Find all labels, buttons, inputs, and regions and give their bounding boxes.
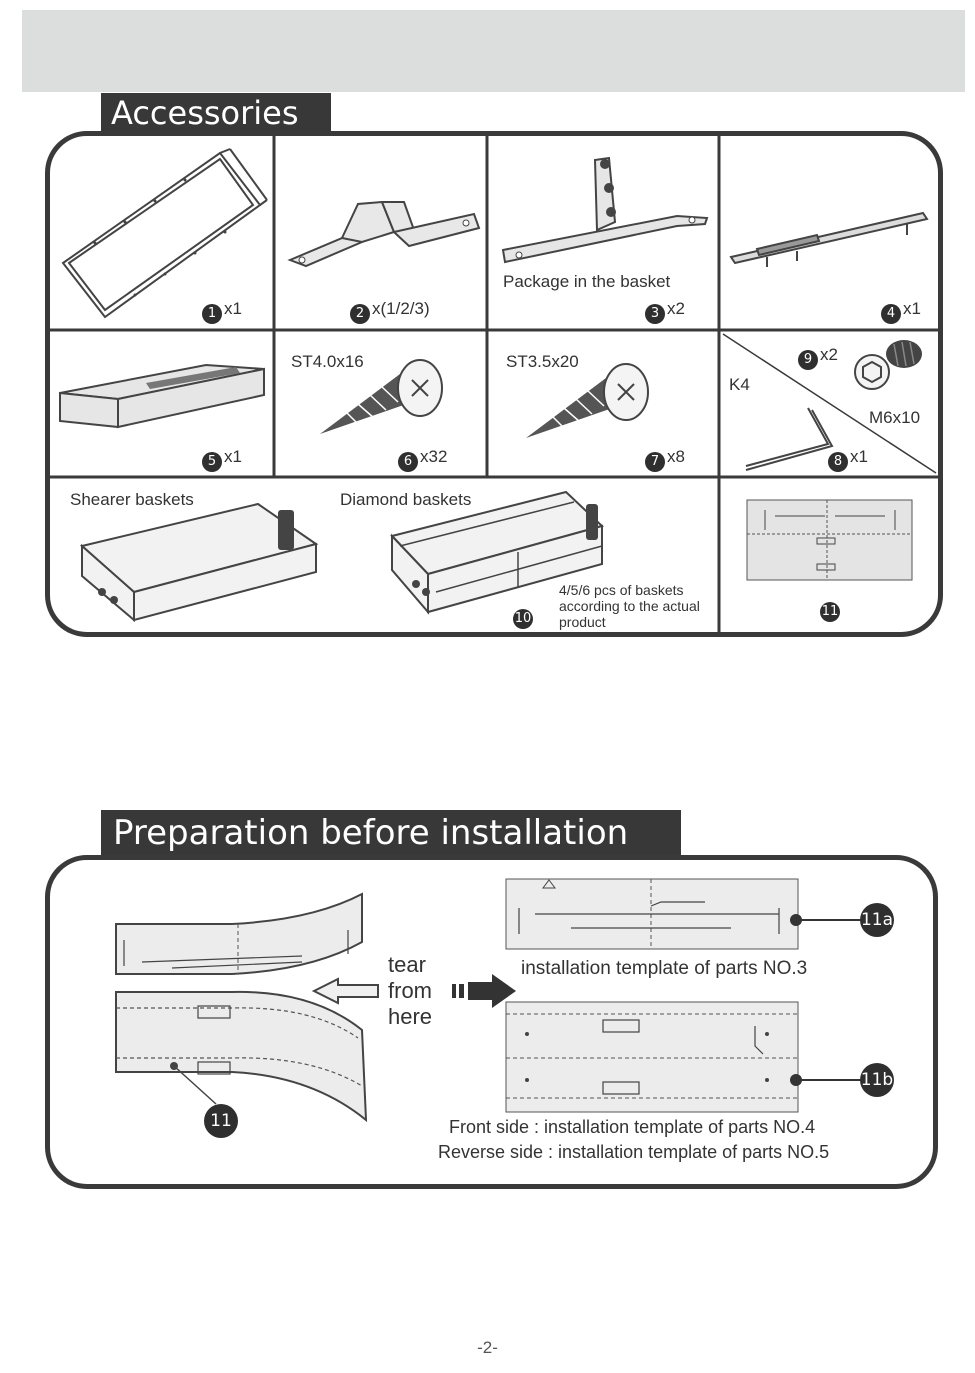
allen-key-illustration [745,407,834,471]
caption-reverse: Reverse side : installation template of … [438,1142,830,1162]
item-8-spec: K4 [729,375,750,394]
torn-template-illustration [115,892,368,1123]
item-9-spec: M6x10 [869,408,921,427]
page-number: -2- [477,1338,498,1357]
template-badge-11b: 11b [860,1063,896,1097]
item-3-note: Package in the basket [503,272,671,291]
caption-11a: installation template of parts NO.3 [521,958,808,979]
hanger-bracket-illustration [501,156,709,264]
tear-instruction: tear from here [388,952,433,1029]
template-illustration [746,499,913,581]
item-11-badge: 11 [820,597,842,622]
diamond-basket-illustration [390,490,604,615]
accessories-grid [48,136,940,632]
template-11a-illustration [505,878,799,950]
screw-6-illustration [320,359,443,434]
accessories-title: Accessories [101,93,331,133]
item-10-badge: 10 [513,604,535,629]
template-11b-illustration [505,1001,799,1113]
screw-7-illustration [526,363,649,438]
track-illustration [59,363,265,429]
accessories-frame [45,131,943,637]
template-badge-11a: 11a [860,903,896,937]
tear-right-arrow-icon [452,974,516,1008]
shearer-basket-illustration [79,502,319,623]
bracket-illustration [287,200,481,268]
item-6-spec: ST4.0x16 [291,352,364,371]
template-badge-main: 11 [204,1104,240,1138]
connector-11a [790,914,866,926]
preparation-title: Preparation before installation [101,810,681,856]
item-7-spec: ST3.5x20 [506,352,579,371]
slide-rail-illustration [729,211,929,267]
shearer-baskets-label: Shearer baskets [70,490,194,509]
tear-left-arrow-icon [311,977,379,1005]
diamond-baskets-label: Diamond baskets [340,490,472,509]
item-10-note: 4/5/6 pcs of baskets according to the ac… [559,582,700,630]
bolt-illustration [854,340,922,390]
frame-rail-illustration [61,148,268,319]
caption-front: Front side : installation template of pa… [449,1117,816,1137]
connector-11b [790,1074,866,1086]
preparation-frame [45,855,938,1189]
header-band [22,10,965,92]
